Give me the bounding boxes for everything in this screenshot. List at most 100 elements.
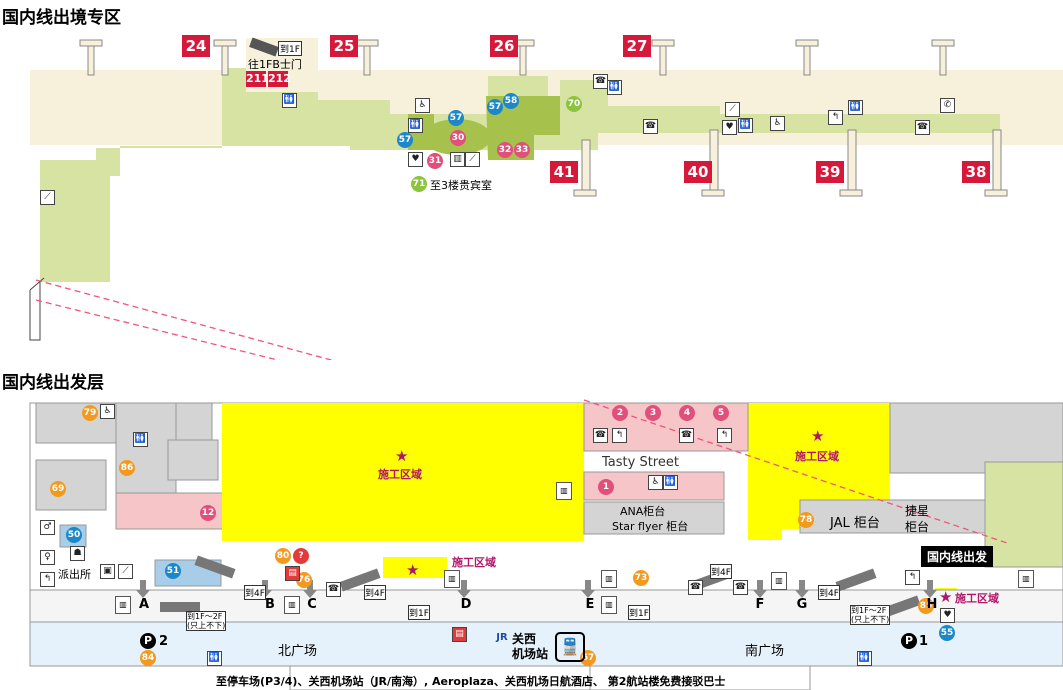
- accessible-icon: ♿: [648, 475, 663, 490]
- smoking-icon: ↰: [612, 428, 627, 443]
- up-only-text: (只上不下): [851, 615, 890, 624]
- vip-lounge-label: 至3楼贵宾室: [430, 179, 492, 192]
- aed-icon: ♥: [940, 608, 955, 623]
- to-1f-2f-sign: 到1F～2F (只上不下): [850, 605, 891, 625]
- badge-70: 70: [566, 96, 582, 112]
- badge-80: 80: [275, 548, 291, 564]
- badge-57: 57: [397, 132, 413, 148]
- construction-label: 施工区域: [955, 592, 999, 605]
- badge-69: 69: [50, 481, 66, 497]
- star-icon: ★: [939, 588, 953, 606]
- jetstar-label: 捷星: [905, 504, 930, 518]
- elevator-icon: ▥: [771, 572, 787, 590]
- badge-4: 4: [679, 405, 695, 421]
- elevator-icon: ▥: [601, 570, 617, 588]
- gate-26: 26: [490, 35, 518, 57]
- badge-84: 84: [140, 650, 156, 666]
- elevator-icon: ▥: [444, 570, 460, 588]
- ana-counter-label: ANA柜台: [620, 505, 666, 518]
- badge-71: 71: [411, 176, 427, 192]
- accessible-icon: ♿: [100, 404, 115, 419]
- elevator-icon: ▥: [1018, 570, 1034, 588]
- entrance-c: C: [307, 597, 317, 612]
- person-icon: ♿: [415, 98, 430, 113]
- phone-icon: ☎: [679, 428, 694, 443]
- to-floor-label: 到1F: [278, 41, 302, 56]
- restroom-icon: 🚻: [607, 80, 622, 95]
- train-icon: 🚆: [555, 632, 585, 662]
- star-icon: ★: [406, 561, 420, 579]
- smoking-icon: ↰: [905, 570, 920, 585]
- restroom-icon: 🚻: [857, 651, 872, 666]
- gate-41: 41: [550, 161, 578, 183]
- badge-57: 57: [448, 110, 464, 126]
- elevator-icon: ▥: [450, 152, 465, 167]
- ticket-icon: ▤: [452, 627, 467, 642]
- police-box-label: 派出所: [58, 568, 91, 581]
- to-1f-sign: 到1F: [628, 605, 650, 620]
- jetstar-counter-label: 柜台: [905, 520, 930, 534]
- upper-map-shapes: [29, 39, 1063, 360]
- smoking-icon: ↰: [40, 572, 55, 587]
- escalator-icon: ⟋: [40, 190, 55, 205]
- elevator-icon: ▥: [556, 482, 572, 500]
- phone-booth-icon: ✆: [940, 98, 955, 113]
- phone-icon: ☎: [643, 119, 658, 134]
- jal-counter-label: JAL 柜台: [830, 516, 880, 531]
- escalator-icon: ⟋: [725, 102, 740, 117]
- south-plaza-label: 南广场: [745, 644, 785, 659]
- lower-section-title: 国内线出发层: [2, 373, 104, 393]
- badge-31: 31: [427, 153, 443, 169]
- gate-25: 25: [330, 35, 358, 57]
- entrance-e: E: [585, 597, 595, 612]
- link-box: 到1F 往1FB士门 211 212: [246, 37, 318, 92]
- elevator-icon: ▥: [601, 596, 617, 614]
- upper-section-title: 国内线出境专区: [2, 8, 121, 28]
- phone-icon: ☎: [593, 428, 608, 443]
- badge-57: 57: [487, 99, 503, 115]
- elevator-icon: ▥: [284, 596, 300, 614]
- entrance-b: B: [265, 597, 275, 612]
- to-1f-2f-sign: 到1F～2F (只上不下): [186, 611, 227, 631]
- station-label-2: 机场站: [512, 647, 549, 661]
- left-wing: [40, 160, 110, 282]
- badge-73: 73: [633, 570, 649, 586]
- badge-51: 51: [165, 563, 181, 579]
- restroom-icon: 🚻: [408, 118, 423, 133]
- jr-nankai-logo: JR: [496, 632, 508, 643]
- parking-p1-label: 1: [919, 634, 929, 649]
- star-icon: ★: [395, 447, 409, 465]
- elevator-icon: ▥: [115, 596, 131, 614]
- to-4f-sign: 到4F: [818, 585, 840, 600]
- link-label: 往1FB士门: [248, 58, 302, 71]
- phone-icon: ☎: [688, 580, 703, 595]
- info-icon: ?: [293, 548, 309, 564]
- parking-p2-label: 2: [159, 634, 169, 649]
- entrance-h: H: [926, 597, 938, 612]
- entrance-f: F: [755, 597, 765, 612]
- badge-76: 76: [296, 572, 312, 588]
- entrance-a: A: [138, 597, 150, 612]
- smoking-icon: ↰: [717, 428, 732, 443]
- badge-1: 1: [598, 479, 614, 495]
- construction-label: 施工区域: [452, 556, 496, 569]
- to-1f-sign: 到1F: [408, 605, 430, 620]
- construction-label: 施工区域: [795, 450, 839, 463]
- badge-85: 85: [918, 598, 934, 614]
- entrance-g: G: [796, 597, 808, 612]
- to-4f-sign: 到4F: [364, 585, 386, 600]
- badge-86: 86: [119, 460, 135, 476]
- restroom-icon: 🚻: [848, 100, 863, 115]
- gate-38: 38: [962, 161, 990, 183]
- escalator-icon: ⟋: [465, 152, 480, 167]
- escalator-icon: ⟋: [118, 564, 133, 579]
- aed-icon: ♥: [408, 152, 423, 167]
- badge-79: 79: [82, 405, 98, 421]
- gate-211: 211: [246, 71, 269, 87]
- up-only-text: (只上不下): [187, 621, 226, 630]
- badge-33: 33: [514, 142, 530, 158]
- badge-30: 30: [450, 130, 466, 146]
- restroom-icon: 🚻: [282, 93, 297, 108]
- gate-24: 24: [182, 35, 210, 57]
